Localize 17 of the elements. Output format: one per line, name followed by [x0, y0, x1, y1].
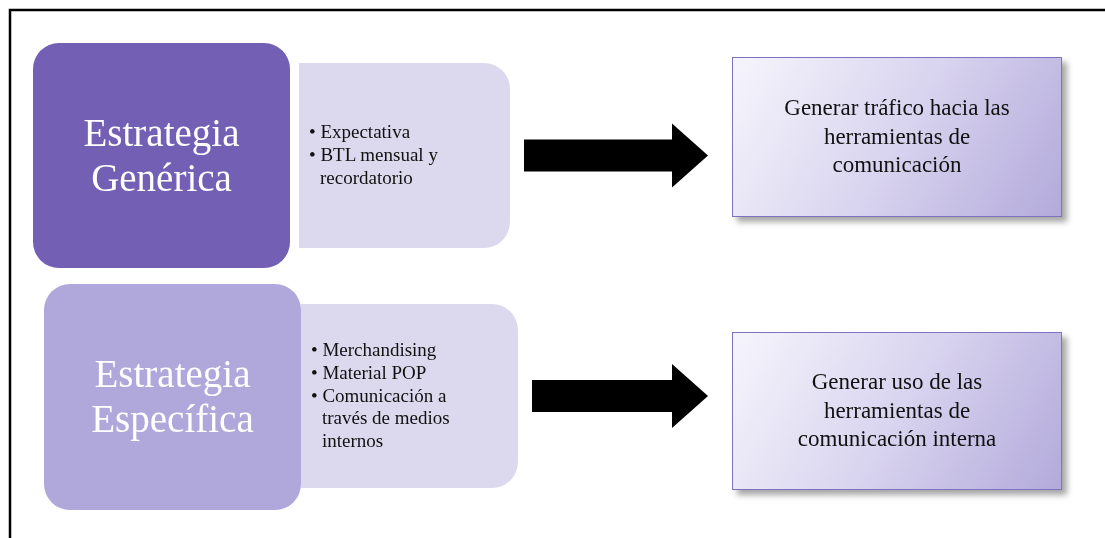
bullet-list-box: [299, 63, 510, 248]
strategy-title: Estrategia Genérica: [82, 110, 241, 201]
strategy-box: [33, 43, 290, 268]
bullet-item: • Merchandising: [311, 339, 438, 362]
bullet-item: • Expectativa: [309, 121, 412, 145]
bullet-item: • BTL mensual y recordatorio: [309, 144, 439, 190]
goal-box: [732, 332, 1062, 490]
goal-text: Generar uso de las herramientas de comunicación interna: [796, 367, 998, 454]
strategy-box: [44, 284, 301, 510]
goal-text: Generar tráfico hacia las herramientas de comunicación: [783, 93, 1011, 180]
strategy-title: Estrategia Específica: [90, 352, 255, 442]
bullet-item: • Comunicación a través de medios internos: [311, 384, 451, 453]
bullet-list-box: [301, 304, 518, 488]
goal-box: [732, 57, 1062, 217]
bullet-item: • Material POP: [311, 361, 428, 385]
block-arrow: [524, 123, 708, 188]
block-arrow: [532, 364, 708, 428]
